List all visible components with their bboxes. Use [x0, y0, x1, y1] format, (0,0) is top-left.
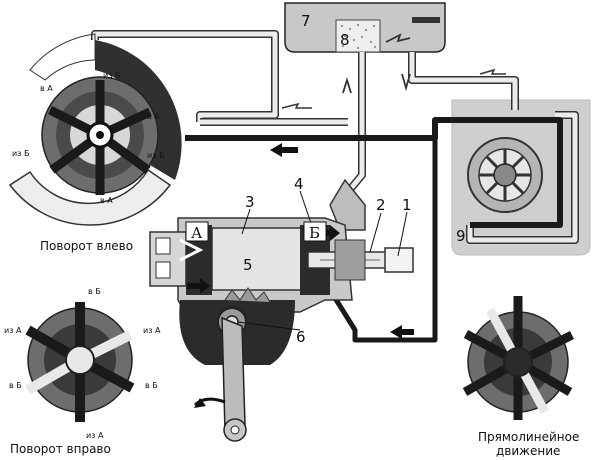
- port-to-b-right: в Б: [145, 381, 158, 390]
- port-from-a-bottom: из А: [86, 431, 104, 440]
- label-part-3: 3: [245, 193, 255, 211]
- sector-gear: [179, 287, 295, 442]
- label-sector-shaft: 6: [296, 328, 306, 346]
- label-filter: 8: [340, 31, 350, 49]
- port-to-a-bottom: в А: [100, 196, 113, 205]
- port-to-a-left: в А: [40, 84, 53, 93]
- port-to-a-right: в А: [147, 112, 160, 121]
- label-chamber-b: Б: [309, 224, 320, 242]
- caption-straight-2: движение: [496, 444, 560, 458]
- label-pump: 9: [456, 227, 466, 245]
- valve-turn-right: [25, 302, 135, 422]
- valve-straight: [462, 296, 575, 420]
- port-from-a-right: из А: [143, 326, 161, 335]
- piston: [211, 227, 309, 291]
- port-from-b-top: из Б: [103, 71, 120, 80]
- label-reservoir: 7: [301, 12, 311, 30]
- port-to-b-top: в Б: [88, 287, 101, 296]
- port-to-b-left: в Б: [9, 381, 22, 390]
- pressure-lines: [185, 117, 563, 343]
- valve-turn-left: [8, 33, 182, 226]
- port-from-a-left: из А: [4, 326, 22, 335]
- steering-gear: [149, 178, 414, 313]
- label-torsion-bar: 2: [376, 196, 386, 214]
- pitman-arm: [221, 316, 246, 434]
- port-from-b-left: из Б: [12, 149, 29, 158]
- port-from-b-right: из Б: [147, 151, 164, 160]
- pump: [451, 99, 591, 256]
- label-chamber-a: А: [191, 224, 203, 242]
- label-input-shaft: 1: [402, 196, 412, 214]
- text-labels: 7 8 9 1 2 3 4 5 6 А Б из Б в А в А из Б …: [4, 12, 579, 458]
- caption-turn-left: Поворот влево: [40, 239, 133, 253]
- caption-turn-right: Поворот вправо: [10, 442, 111, 456]
- chamber-markers: [185, 221, 327, 242]
- caption-straight-1: Прямолинейное: [478, 430, 579, 444]
- label-piston: 5: [243, 256, 253, 274]
- leaders: [237, 190, 408, 331]
- flow-arrows: [270, 33, 506, 339]
- label-part-4: 4: [294, 175, 304, 193]
